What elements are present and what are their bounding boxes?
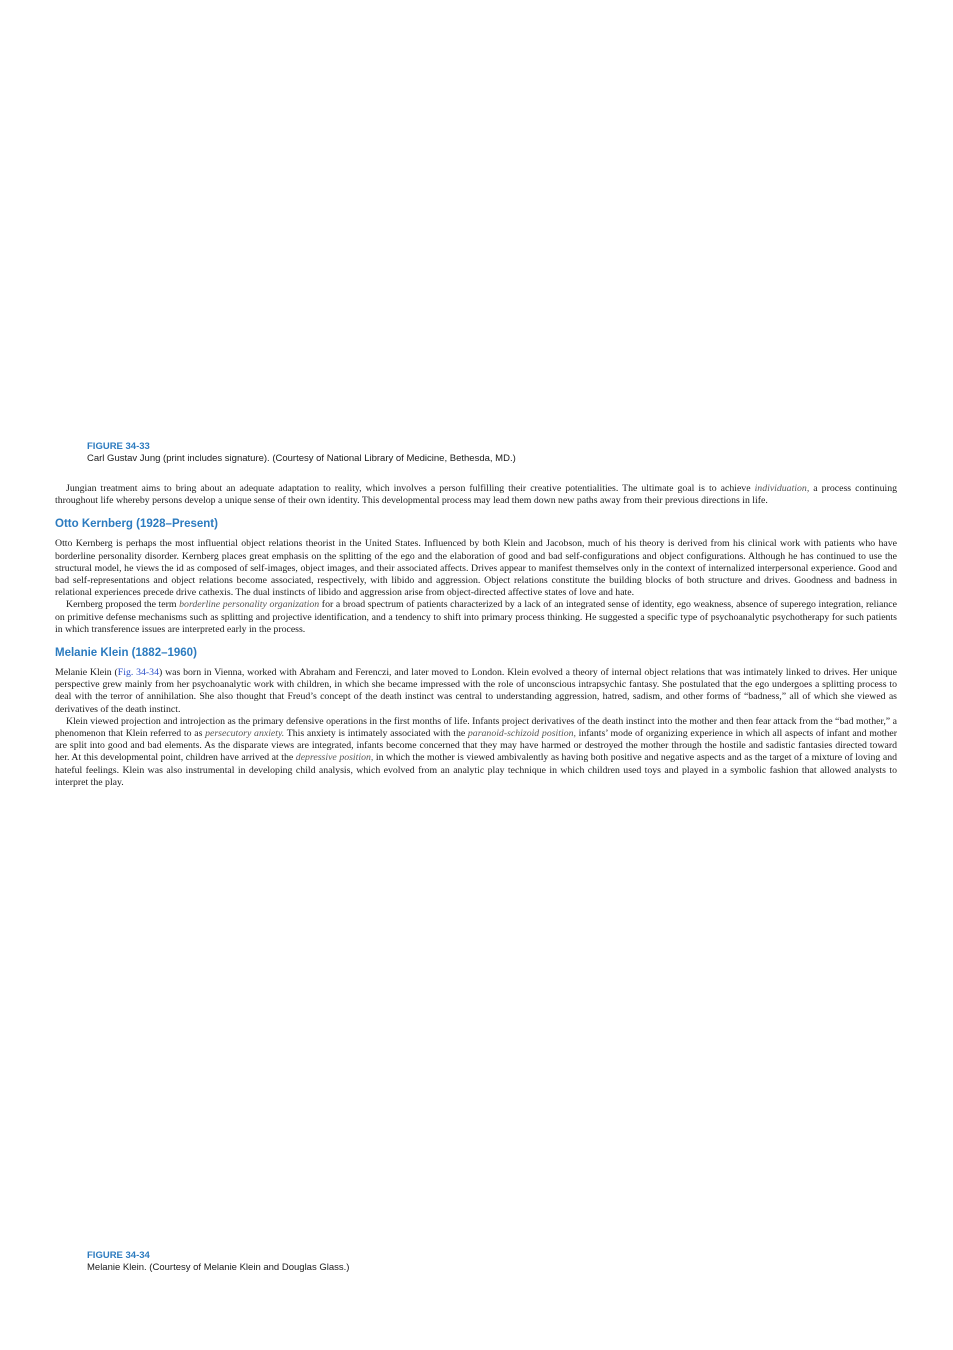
kernberg-paragraph-1: Otto Kernberg is perhaps the most influe… xyxy=(55,538,897,599)
text-span: in which the mother is viewed ambivalent… xyxy=(55,752,897,788)
figure-caption-text: Melanie Klein. (Courtesy of Melanie Klei… xyxy=(87,1262,350,1273)
text-span: This anxiety is intimately associated wi… xyxy=(284,728,468,740)
text-span: Melanie Klein ( xyxy=(55,667,118,679)
text-span: for a broad spectrum of patients charact… xyxy=(55,599,898,635)
figure-caption-text: Carl Gustav Jung (print includes signatu… xyxy=(87,453,516,464)
figure-34-33-caption: FIGURE 34-33 Carl Gustav Jung (print inc… xyxy=(87,441,887,465)
figure-reference-link[interactable]: Fig. 34-34 xyxy=(117,667,159,679)
article-body: Jungian treatment aims to bring about an… xyxy=(55,483,897,789)
term-individuation: individuation, xyxy=(754,483,810,494)
term-borderline-personality-organization: borderline personality organization xyxy=(179,599,320,611)
figure-label: FIGURE 34-33 xyxy=(87,441,150,452)
text-span: a process continuing throughout life whe… xyxy=(55,483,897,507)
text-span: ) was born in Vienna, worked with Abraha… xyxy=(55,667,897,715)
klein-paragraph-1: Melanie Klein (Fig. 34-34) was born in V… xyxy=(55,667,897,716)
term-persecutory-anxiety: persecutory anxiety. xyxy=(205,728,285,740)
figure-label: FIGURE 34-34 xyxy=(87,1250,150,1261)
term-depressive-position: depressive position, xyxy=(295,752,374,764)
text-span: Kernberg proposed the term xyxy=(66,599,180,611)
term-paranoid-schizoid-position: paranoid-schizoid position, xyxy=(467,728,576,740)
text-span: infants’ mode of organizing experience i… xyxy=(55,728,897,764)
klein-paragraph-2: Klein viewed projection and introjection… xyxy=(55,716,897,789)
text-span: Klein viewed projection and introjection… xyxy=(55,715,897,740)
jung-paragraph: Jungian treatment aims to bring about an… xyxy=(55,483,897,507)
section-heading-kernberg: Otto Kernberg (1928–Present) xyxy=(55,518,218,531)
figure-34-34-caption: FIGURE 34-34 Melanie Klein. (Courtesy of… xyxy=(87,1250,887,1274)
kernberg-paragraph-2: Kernberg proposed the term borderline pe… xyxy=(55,599,897,636)
text-span: Jungian treatment aims to bring about an… xyxy=(66,483,755,494)
section-heading-klein: Melanie Klein (1882–1960) xyxy=(55,647,197,660)
